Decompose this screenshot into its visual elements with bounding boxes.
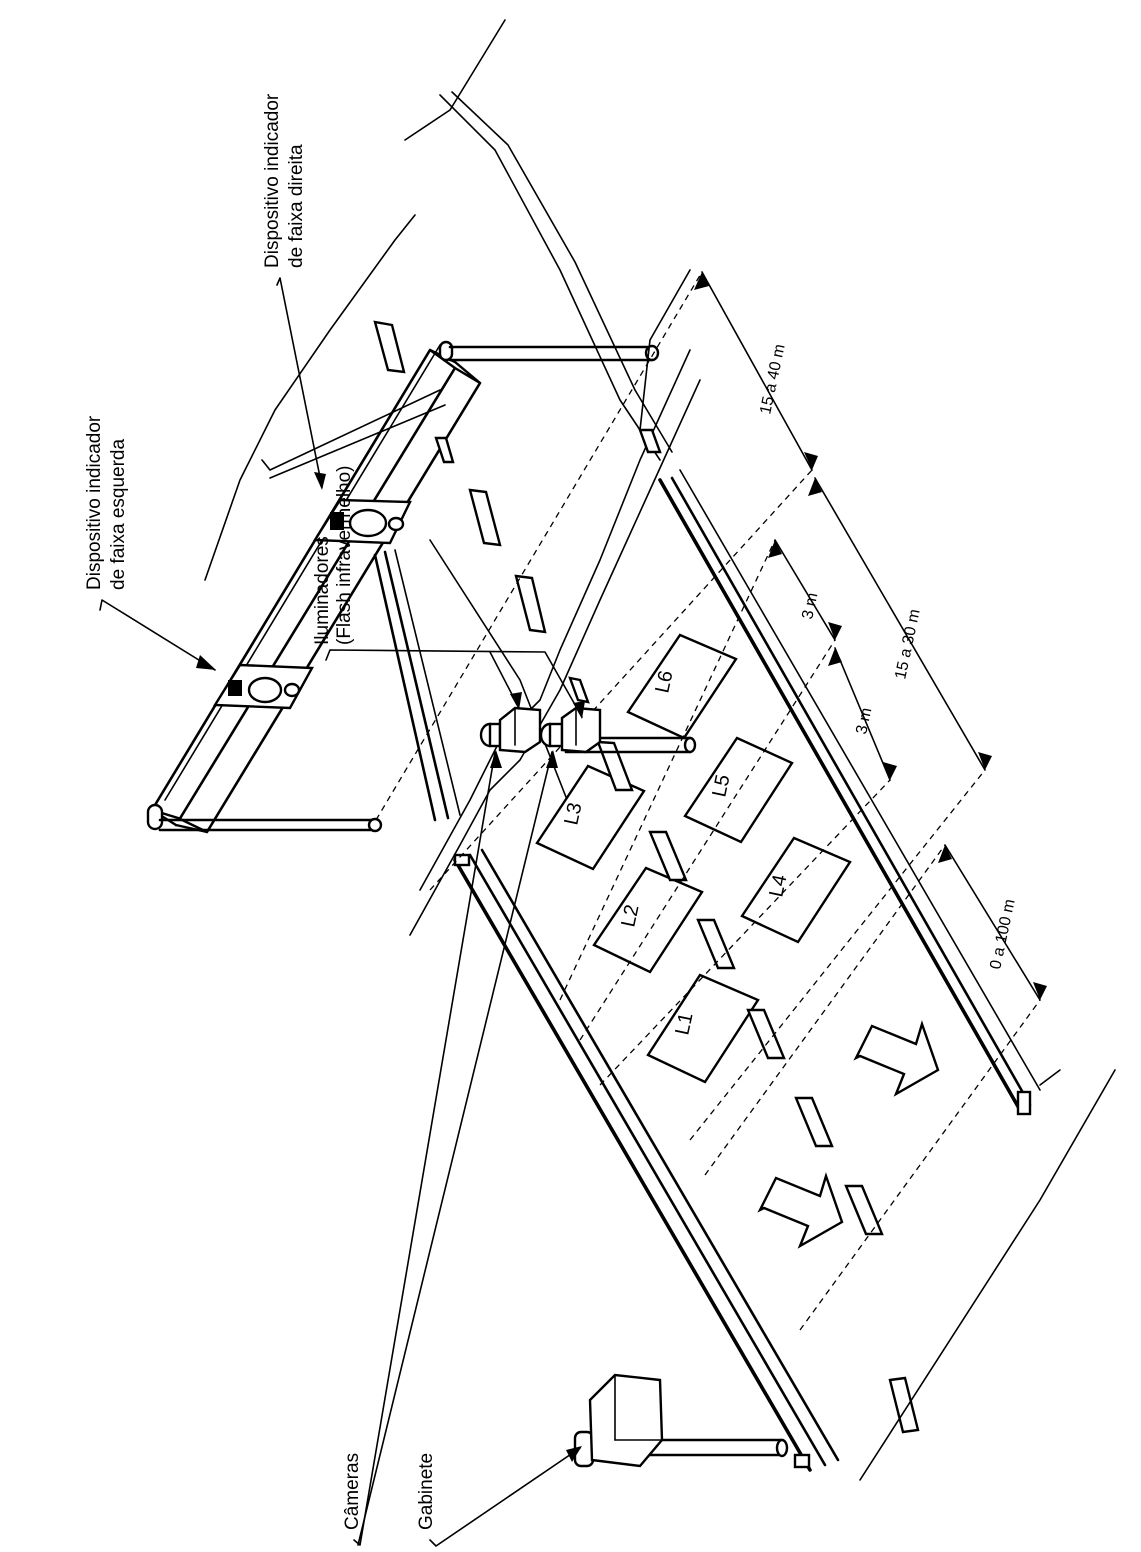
left-lane-indicator-device (212, 663, 314, 710)
dim-3m-b: 3 m (853, 706, 875, 736)
label-cameras: Câmeras (342, 1453, 363, 1530)
near-road-section (453, 269, 1116, 1481)
dimension-arrows (694, 271, 1047, 1001)
arrow-left-lane (757, 1172, 844, 1249)
dim-0-100: 0 a 100 m (987, 898, 1018, 971)
lane-label-l5: L5 (708, 773, 734, 799)
label-cabinet: Gabinete (416, 1453, 437, 1530)
traffic-direction-arrows (757, 1020, 940, 1249)
camera-pole (479, 706, 697, 754)
label-illuminators-1: Iluminadores (312, 536, 333, 645)
far-road-section (373, 320, 701, 936)
cabinet-assembly (573, 1373, 789, 1468)
loop-l6 (626, 633, 738, 740)
lane-label-l4: L4 (765, 873, 791, 899)
loop-l3 (535, 764, 646, 871)
detection-loops (535, 633, 884, 1236)
loop-l4 (740, 836, 852, 944)
lane-label-l1: L1 (671, 1011, 697, 1037)
label-illuminators-2: (Flash infravermelho) (334, 466, 355, 646)
illuminator-1 (498, 706, 542, 754)
dim-3m-a: 3 m (799, 591, 821, 621)
dimension-guides (375, 271, 1041, 1331)
label-left-indicator-1: Dispositivo indicador (84, 415, 105, 590)
far-road-edges (204, 19, 673, 581)
callout-leaders (99, 277, 585, 1547)
cabinet-box (588, 1373, 664, 1468)
lane-label-l6: L6 (651, 669, 677, 695)
lane-label-l2: L2 (617, 903, 643, 929)
gantry (146, 340, 660, 834)
arrow-right-lane (853, 1020, 940, 1097)
loop-l5 (683, 736, 794, 844)
label-left-indicator-2: de faixa esquerda (108, 439, 129, 590)
label-right-indicator-2: de faixa direita (286, 144, 307, 268)
loop-l2 (592, 866, 704, 974)
right-lane-indicator-device (312, 498, 412, 545)
label-right-indicator-1: Dispositivo indicador (262, 93, 283, 268)
callout-labels: Dispositivo indicador de faixa esquerda … (84, 93, 437, 1530)
lane-label-l3: L3 (560, 801, 586, 827)
lane-labels: L1 L2 L3 L4 L5 L6 (560, 669, 791, 1037)
loop-l1 (646, 973, 760, 1084)
